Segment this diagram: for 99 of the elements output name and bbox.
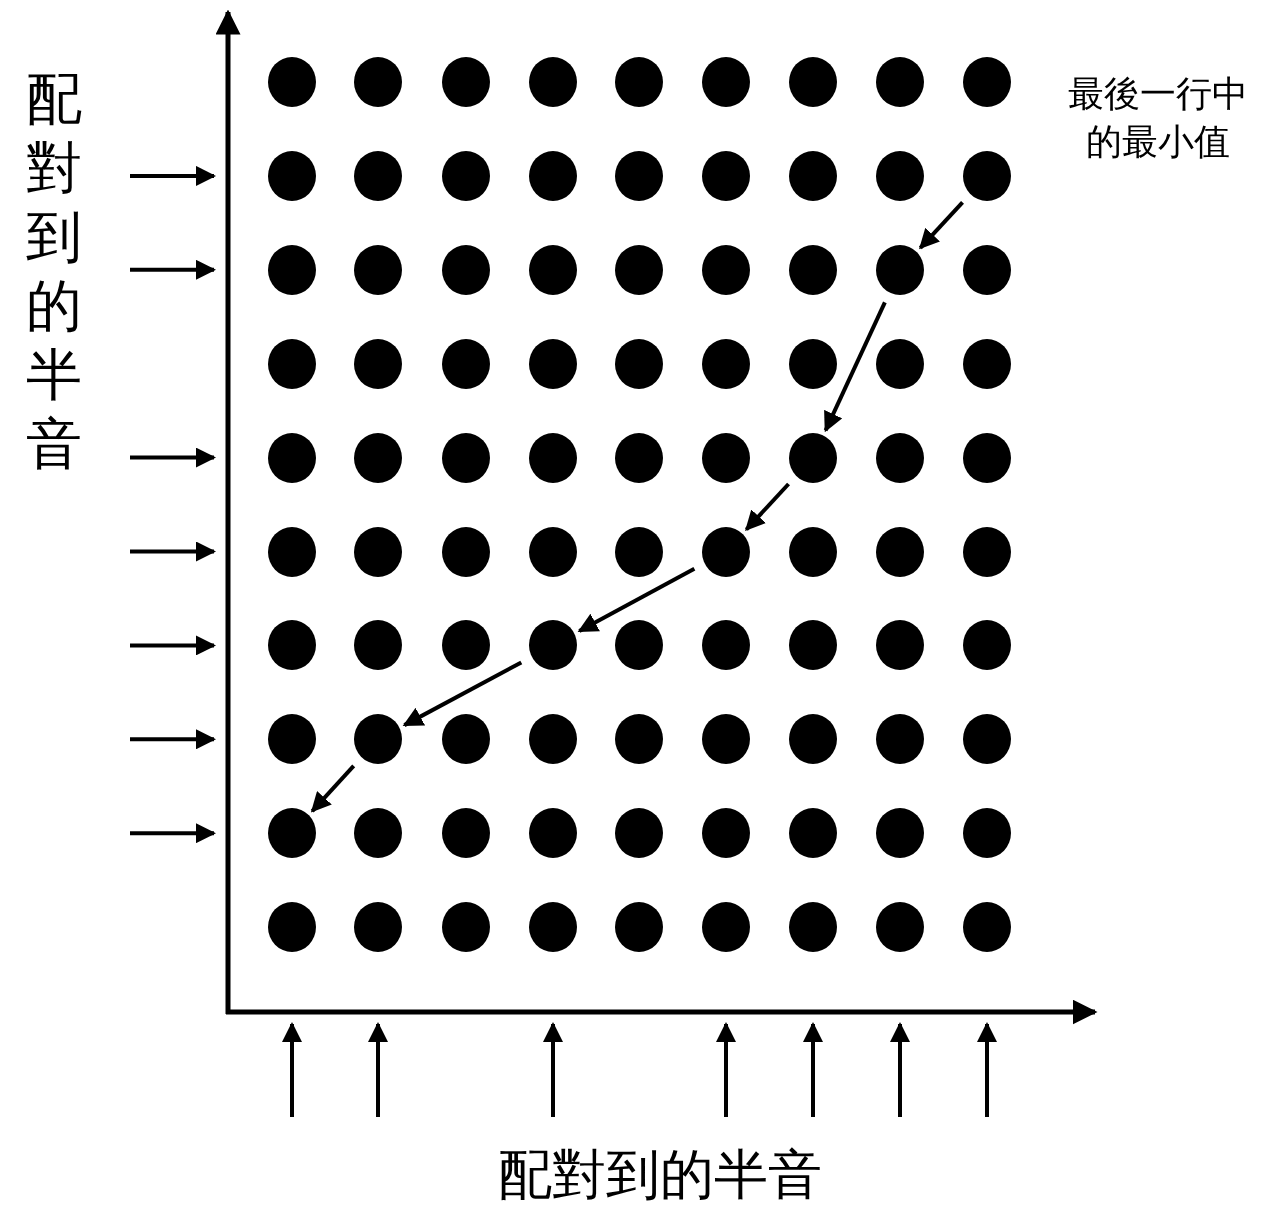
arrow [823,301,887,433]
dot [442,244,490,295]
arrow [744,482,790,531]
dot [615,902,663,953]
dot [789,902,837,953]
dot [529,338,577,389]
dot [615,526,663,577]
dot [268,526,316,577]
dot [529,57,577,107]
dot [702,808,750,859]
dot [702,432,750,483]
dot [268,338,316,389]
arrow [577,566,696,633]
dot [268,57,316,107]
dot [876,150,924,201]
dot [876,902,924,953]
dot [354,526,402,577]
dot [615,714,663,765]
arrow [918,200,964,250]
dot [789,620,837,671]
arrow [310,764,356,813]
dot [354,432,402,483]
dot [442,57,490,107]
dot [963,526,1011,577]
dot [442,902,490,953]
dot [529,714,577,765]
dot [354,808,402,859]
dot [963,620,1011,671]
dot [789,526,837,577]
dot [876,244,924,295]
dot [789,714,837,765]
dot [529,808,577,859]
dot [268,432,316,483]
dot [442,338,490,389]
dot [442,620,490,671]
dot [963,150,1011,201]
dot [268,150,316,201]
dot [702,338,750,389]
dot [963,714,1011,765]
dot [615,432,663,483]
dot [442,526,490,577]
dot [354,57,402,107]
dot [615,57,663,107]
dot [529,620,577,671]
dot [702,150,750,201]
dot [702,902,750,953]
dot [615,150,663,201]
dot [268,902,316,953]
dot [354,338,402,389]
dot [615,338,663,389]
dot [789,57,837,107]
dot [876,526,924,577]
dot [615,808,663,859]
arrow [402,660,523,727]
dot [876,432,924,483]
dot [529,432,577,483]
dot [529,150,577,201]
dot [702,714,750,765]
dot [702,57,750,107]
dot [789,150,837,201]
dot [354,244,402,295]
dot [789,808,837,859]
dot [268,620,316,671]
dot [876,620,924,671]
dot [442,808,490,859]
dot [963,902,1011,953]
dot [354,902,402,953]
dot [354,620,402,671]
dot [702,526,750,577]
dot [354,150,402,201]
dot [268,714,316,765]
dot [529,244,577,295]
dot [442,150,490,201]
dot [529,526,577,577]
dot [963,808,1011,859]
dot [876,57,924,107]
annotation-text: 最後一行中的最小值 [1066,72,1249,164]
dot [268,808,316,859]
dot [268,244,316,295]
dot [702,244,750,295]
dot [963,432,1011,483]
dot [702,620,750,671]
dot [789,244,837,295]
dot [789,338,837,389]
axis-label: 配對到的半音 [25,65,83,478]
dot [354,714,402,765]
dot [442,432,490,483]
dot [529,902,577,953]
dot [615,620,663,671]
dot [789,432,837,483]
dot [963,244,1011,295]
dot [963,338,1011,389]
axis-label: 配對到的半音 [497,1142,823,1208]
dot [442,714,490,765]
dot [615,244,663,295]
dot [876,808,924,859]
dot [876,338,924,389]
dot [963,57,1011,107]
dot [876,714,924,765]
